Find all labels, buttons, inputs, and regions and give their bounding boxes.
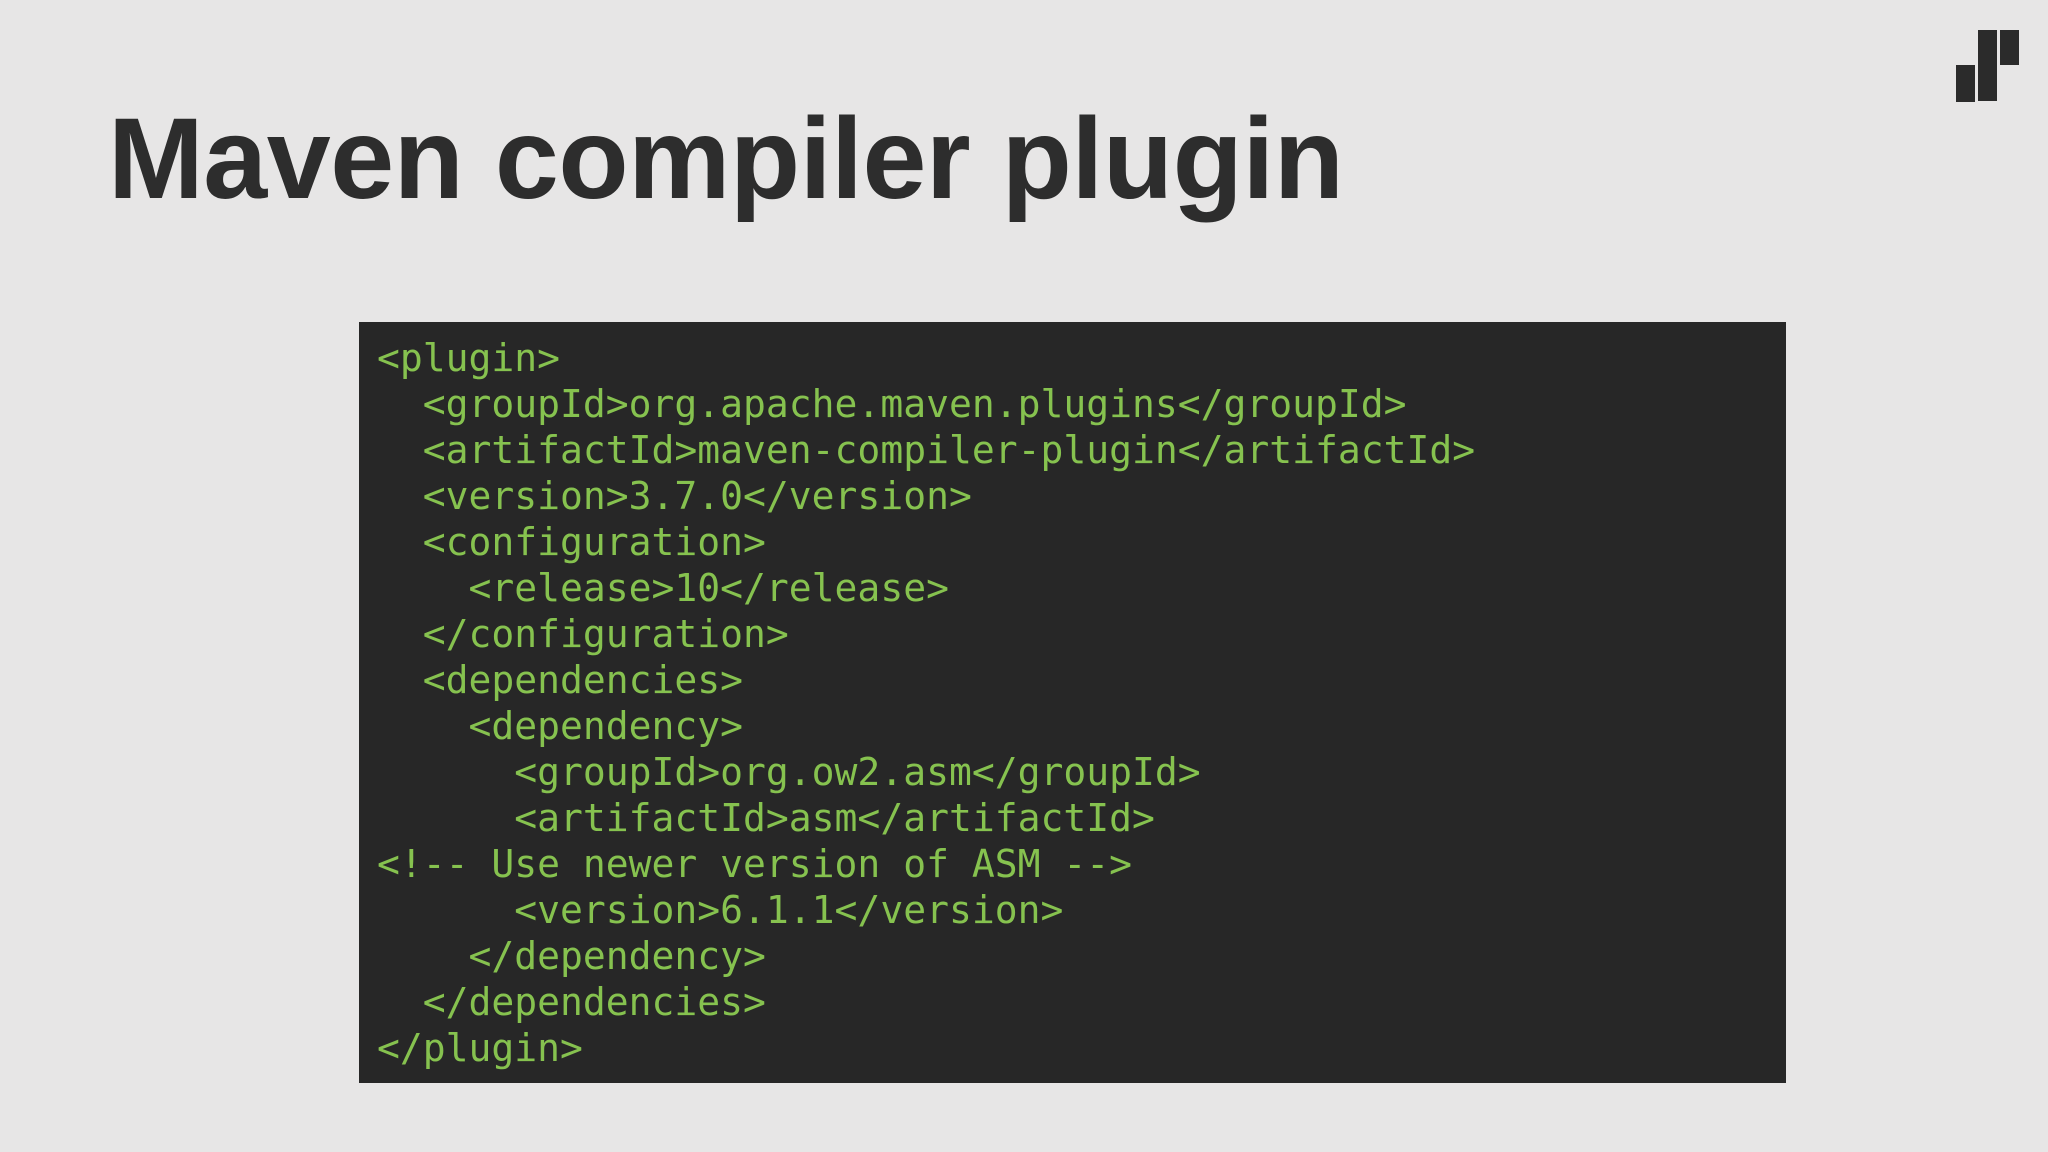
code-line: <plugin> [377,336,561,380]
logo-bar-left [1956,65,1975,102]
code-line: <version>3.7.0</version> [377,474,972,518]
code-line: <artifactId>asm</artifactId> [377,796,1155,840]
code-line: <groupId>org.apache.maven.plugins</group… [377,382,1407,426]
code-line: </plugin> [377,1026,583,1070]
code-line: <!-- Use newer version of ASM --> [377,842,1132,886]
logo-bar-middle [1978,30,1997,101]
code-line: <dependency> [377,704,744,748]
code-line: <version>6.1.1</version> [377,888,1064,932]
code-line: </dependencies> [377,980,766,1024]
code-line: <release>10</release> [377,566,949,610]
bar-chart-logo-icon [1956,30,2019,102]
code-line: </dependency> [377,934,766,978]
code-line: <artifactId>maven-compiler-plugin</artif… [377,428,1476,472]
code-block: <plugin> <groupId>org.apache.maven.plugi… [359,322,1786,1083]
code-line: </configuration> [377,612,789,656]
code-line: <groupId>org.ow2.asm</groupId> [377,750,1201,794]
code-line: <dependencies> [377,658,744,702]
logo-bar-right [2000,30,2019,65]
slide-title: Maven compiler plugin [108,95,1344,223]
code-line: <configuration> [377,520,766,564]
